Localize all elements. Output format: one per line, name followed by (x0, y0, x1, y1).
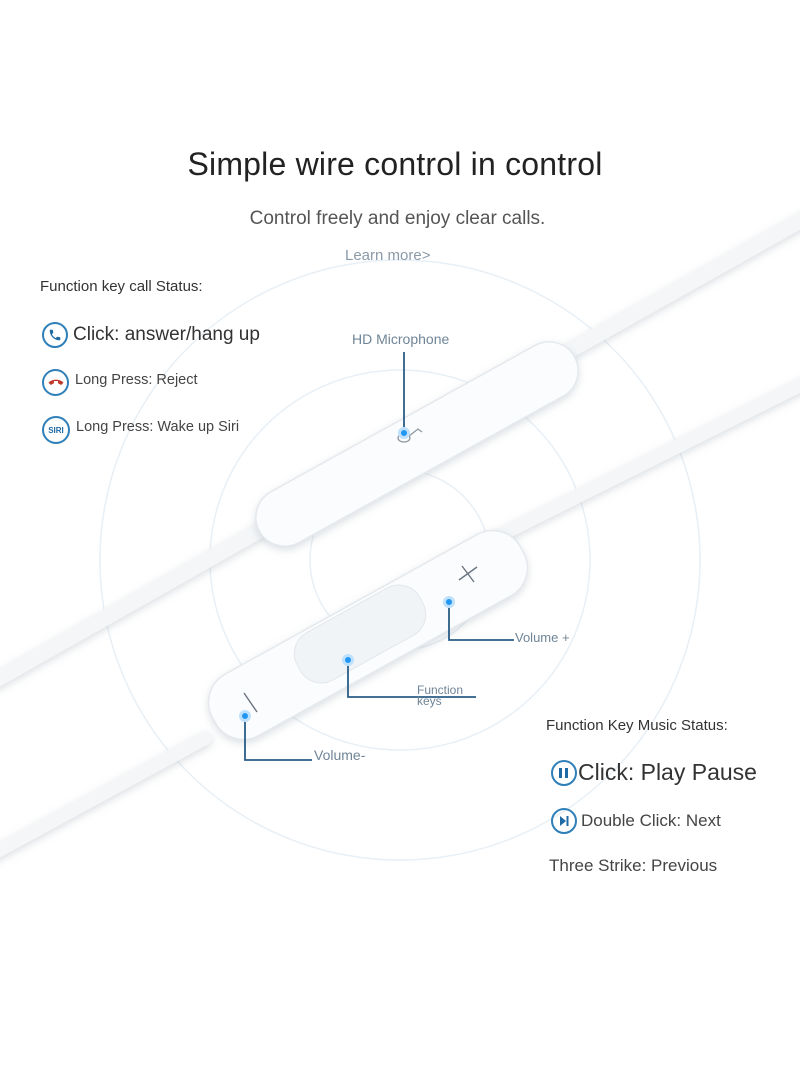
siri-icon: SIRI (42, 416, 70, 444)
plus-mark-icon (458, 565, 478, 583)
learn-more-link[interactable]: Learn more> (345, 247, 431, 264)
call-status-item-siri: SIRI Long Press: Wake up Siri (42, 416, 239, 444)
minus-mark-icon (243, 692, 258, 713)
function-keys-label: Function keys (417, 683, 464, 708)
call-status-label: Long Press: Reject (75, 371, 198, 388)
volume-remote (207, 529, 529, 741)
callout-lines (244, 352, 514, 761)
music-status-item-previous: Three Strike: Previous (549, 856, 718, 875)
page-subtitle: Control freely and enjoy clear calls. (249, 208, 546, 229)
music-status-heading: Function Key Music Status: (546, 717, 728, 734)
play-pause-icon (551, 759, 577, 786)
music-status-item-play-pause: Click: Play Pause (551, 759, 757, 786)
call-status-item-click: Click: answer/hang up (42, 322, 260, 348)
cables (0, 211, 800, 858)
volume-minus-label: Volume- (314, 747, 366, 763)
call-status-label: Click: answer/hang up (73, 324, 260, 345)
music-status-label: Click: Play Pause (578, 759, 757, 785)
phone-icon (42, 322, 68, 348)
microphone-remote (255, 341, 579, 547)
call-status-item-reject: Long Press: Reject (42, 369, 198, 396)
page-title: Simple wire control in control (187, 146, 603, 182)
callout-dots (239, 427, 455, 722)
hang-up-icon (42, 369, 69, 396)
volume-plus-label: Volume + (515, 630, 570, 645)
next-track-icon (551, 808, 577, 834)
call-status-label: Long Press: Wake up Siri (76, 419, 240, 435)
call-status-heading: Function key call Status: (40, 278, 203, 295)
hd-microphone-label: HD Microphone (352, 331, 450, 347)
music-status-item-next: Double Click: Next (551, 808, 721, 834)
music-status-label: Double Click: Next (581, 811, 721, 830)
